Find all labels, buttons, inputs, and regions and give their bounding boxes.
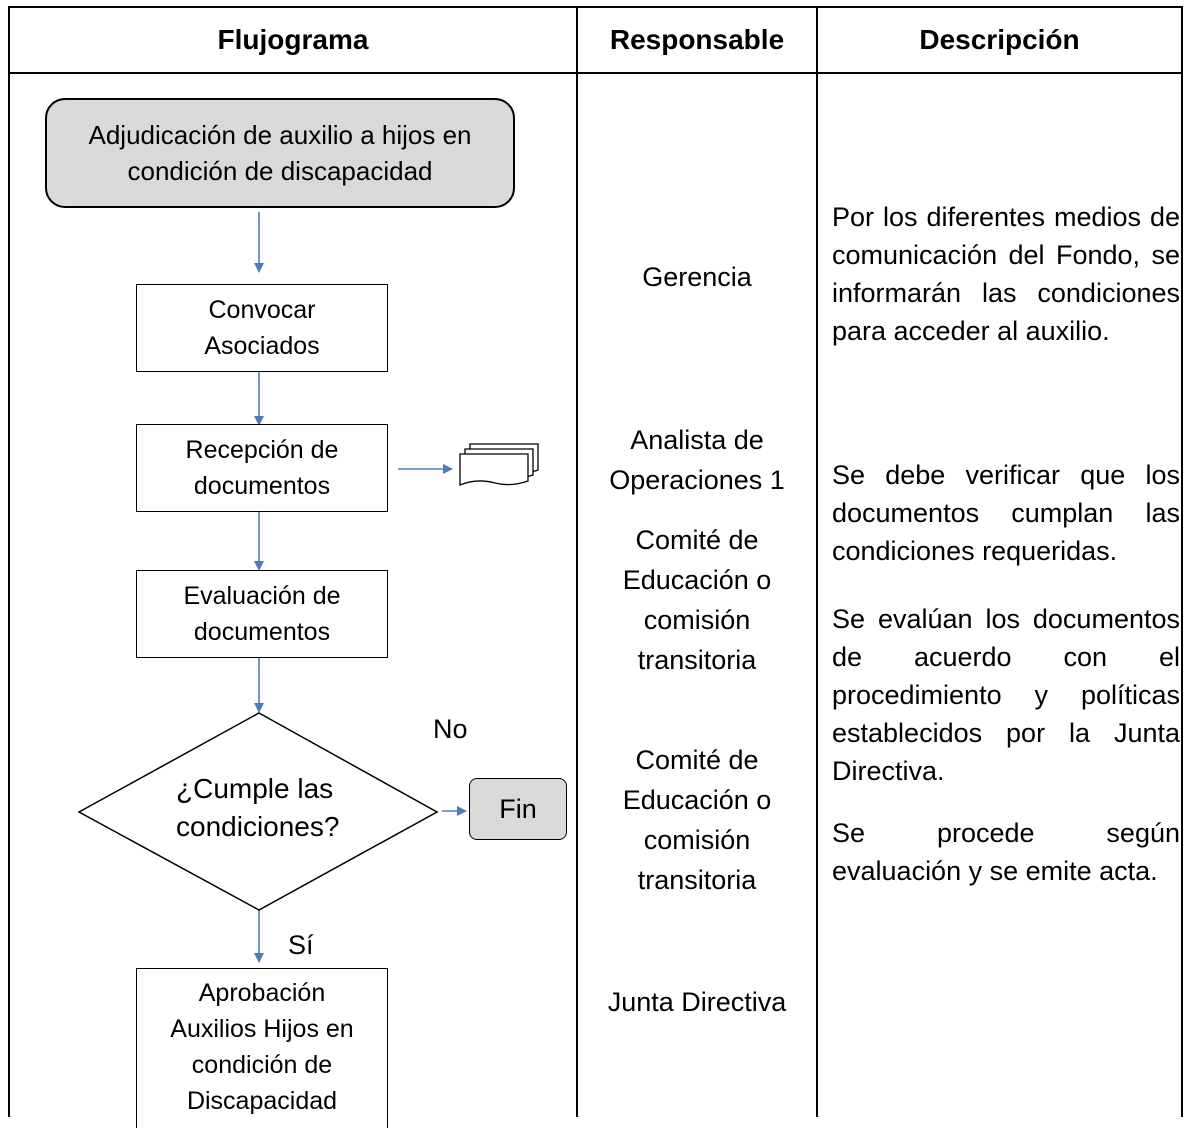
process-aprobacion-text: Aprobación Auxilios Hijos en condición d…: [170, 979, 354, 1115]
descripcion-4: Se procede según evaluación y se emite a…: [832, 818, 1180, 886]
process-recepcion-text: Recepción de documentos: [185, 436, 339, 500]
decision-text: ¿Cumple las condiciones?: [100, 770, 400, 846]
header-responsable: Responsable: [609, 24, 785, 55]
si-label: Sí: [288, 930, 314, 960]
decision-diamond: [77, 712, 439, 911]
process-evaluacion-text: Evaluación de documentos: [183, 582, 341, 646]
descripcion-2: Se debe verificar que los documentos cum…: [832, 460, 1180, 566]
process-convocar-text: Convocar Asociados: [204, 296, 320, 360]
start-terminal: Adjudicación de auxilio a hijos en condi…: [45, 98, 515, 208]
end-terminal-text: Fin: [499, 794, 537, 824]
process-evaluacion: Evaluación de documentos: [136, 570, 388, 658]
header-flujograma: Flujograma: [217, 24, 369, 55]
decision-label: ¿Cumple las condiciones?: [176, 773, 340, 842]
table-divider-2: [816, 6, 818, 1117]
responsable-gerencia: Gerencia: [642, 262, 752, 292]
documents-icon: [459, 443, 539, 486]
start-terminal-text: Adjudicación de auxilio a hijos en condi…: [88, 120, 472, 186]
responsable-comite-2: Comité de Educación o comisión transitor…: [622, 745, 772, 895]
end-terminal-fin: Fin: [469, 778, 567, 840]
table-border-top: [8, 6, 1183, 8]
table-border-right: [1181, 6, 1183, 1117]
responsable-junta: Junta Directiva: [607, 987, 787, 1017]
table-border-left: [8, 6, 10, 1117]
process-aprobacion: Aprobación Auxilios Hijos en condición d…: [136, 968, 388, 1128]
descripcion-1: Por los diferentes medios de comunicació…: [832, 202, 1180, 346]
responsable-analista: Analista de Operaciones 1: [609, 425, 785, 495]
table-header-divider: [8, 72, 1183, 74]
table-divider-1: [576, 6, 578, 1117]
decision-text-line: ¿Cumple las condiciones?: [100, 770, 400, 846]
responsable-comite-1: Comité de Educación o comisión transitor…: [622, 525, 772, 675]
process-recepcion: Recepción de documentos: [136, 424, 388, 512]
process-convocar: Convocar Asociados: [136, 284, 388, 372]
header-descripcion: Descripción: [919, 24, 1080, 55]
no-label: No: [433, 714, 468, 744]
descripcion-3: Se evalúan los documentos de acuerdo con…: [832, 604, 1180, 786]
